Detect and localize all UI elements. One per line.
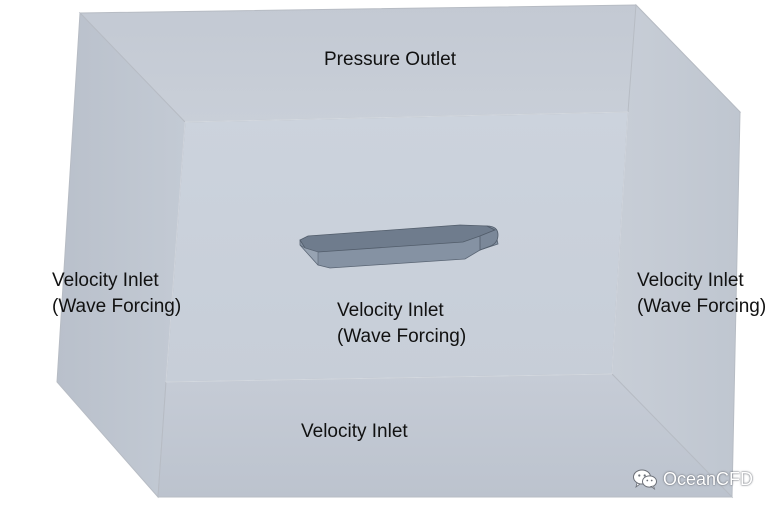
label-bottom-velocity-inlet: Velocity Inlet — [301, 421, 408, 442]
label-left-velocity-inlet: Velocity Inlet (Wave Forcing) — [52, 270, 182, 317]
wechat-icon — [633, 469, 657, 490]
ship-hull — [299, 224, 499, 269]
watermark: OceanCFD — [632, 467, 753, 491]
label-back-velocity-inlet: Velocity Inlet (Wave Forcing) — [337, 300, 467, 347]
watermark-text: OceanCFD — [663, 468, 754, 489]
label-right-velocity-inlet: Velocity Inlet (Wave Forcing) — [637, 270, 767, 317]
label-top-pressure-outlet: Pressure Outlet — [324, 49, 456, 70]
